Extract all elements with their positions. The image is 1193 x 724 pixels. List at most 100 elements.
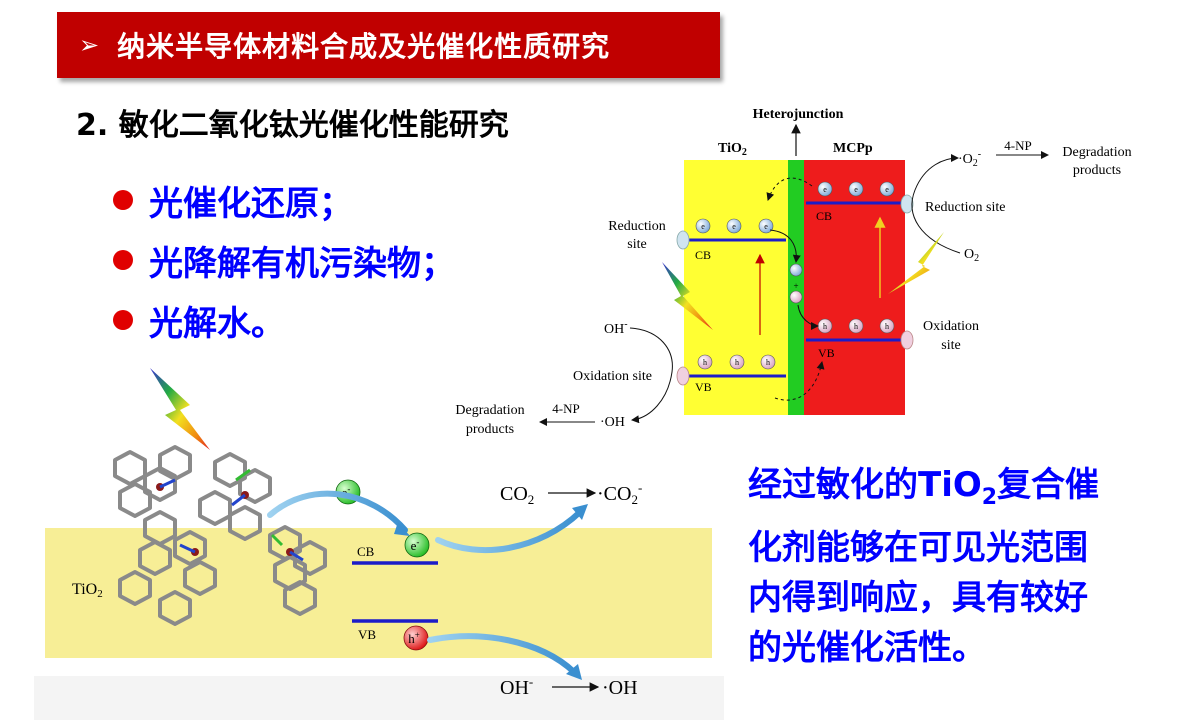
degradation-products-bottom: Degradation	[455, 403, 524, 418]
mcpp-vb-label: VB	[818, 346, 835, 360]
light-bolt-icon	[662, 262, 713, 330]
svg-text:e: e	[732, 222, 736, 231]
o2-label: O2	[964, 247, 979, 264]
oxidation-site-right-label: site	[941, 338, 960, 353]
svg-text:h: h	[735, 358, 739, 367]
bullet-item: 光催化还原；	[113, 170, 455, 230]
summary-line: 内得到响应，具有较好	[748, 577, 1088, 618]
co2-radical-label: ·CO2-	[597, 480, 642, 507]
tio2-label: TiO2	[718, 141, 747, 158]
degradation-products-bottom: products	[466, 422, 514, 437]
mcpp-label: MCPp	[833, 141, 873, 156]
summary-line: 复合催	[997, 465, 1100, 505]
junction-hole	[789, 290, 803, 304]
cb-label: CB	[357, 544, 375, 559]
title-banner: ➢ 纳米半导体材料合成及光催化性质研究	[57, 12, 720, 78]
degradation-products-top: Degradation	[1062, 145, 1131, 160]
svg-text:e: e	[764, 222, 768, 231]
heterojunction-label: Heterojunction	[753, 107, 844, 122]
mcpp-vb-holes: h h h	[817, 318, 895, 334]
svg-text:h: h	[823, 322, 827, 331]
svg-text:h: h	[766, 358, 770, 367]
electron-transfer-arrow	[769, 229, 801, 263]
reduction-site-right-marker	[900, 194, 914, 214]
svg-text:e: e	[701, 222, 705, 231]
tio2-cb-electrons: e e e	[695, 218, 774, 234]
svg-text:h: h	[854, 322, 858, 331]
section-subtitle: 2. 敏化二氧化钛光催化性能研究	[76, 108, 509, 143]
hydroxyl-radical-label: ·OH	[600, 415, 625, 430]
summary-line: 化剂能够在可见光范围	[748, 527, 1088, 568]
co2-reduction-arrow	[435, 509, 583, 553]
oxidation-site-right-marker	[900, 330, 914, 350]
junction-electron	[789, 263, 803, 277]
dye-molecule-icon	[113, 445, 327, 626]
co2-reduction-arrow-head	[572, 504, 588, 520]
svg-text:h: h	[703, 358, 707, 367]
hole-transfer-arrow	[797, 304, 819, 330]
bullet-dot-icon	[113, 310, 133, 330]
dye-metal-centers	[156, 468, 304, 562]
banner-title: 纳米半导体材料合成及光催化性质研究	[117, 30, 611, 63]
sensitized-tio2-diagram: TiO2 CB VB e- e- h+ CO2 ·CO2- OH- ·OH	[34, 368, 724, 720]
light-bolt-icon	[150, 368, 210, 450]
bullet-item: 光降解有机污染物；	[113, 230, 455, 290]
tio2-region	[684, 160, 788, 415]
np-label-bottom: 4-NP	[552, 401, 579, 416]
svg-text:e: e	[885, 185, 889, 194]
vb-label: VB	[358, 627, 376, 642]
o2-reduction-arrow	[911, 154, 961, 254]
electron-ball-icon	[404, 532, 430, 558]
junction-region	[788, 160, 804, 415]
reduction-site-left-marker	[676, 230, 690, 250]
hydroxyl-radical-label: ·OH	[602, 677, 638, 699]
hydroxide-label: OH-	[500, 674, 533, 699]
bullet-dot-icon	[113, 190, 133, 210]
bottom-shade	[34, 676, 724, 720]
bullet-text: 光解水。	[149, 303, 285, 344]
injection-arrow	[267, 490, 408, 533]
tio2-cb-label: CB	[695, 248, 711, 262]
mcpp-cb-electrons: e e e	[817, 181, 895, 197]
tio2-vb-holes: h h h	[697, 354, 776, 370]
summary-line: 经过敏化的TiO	[748, 465, 982, 505]
oh-oxidation-arrow-head	[566, 664, 582, 680]
svg-text:h: h	[885, 322, 889, 331]
svg-text:e: e	[823, 185, 827, 194]
bullet-text: 光催化还原；	[149, 183, 353, 224]
reduction-site-right-label: Reduction site	[925, 200, 1006, 215]
oh-oxidation-arrow	[427, 633, 577, 675]
svg-text:e: e	[854, 185, 858, 194]
superoxide-label: ·O2-	[958, 149, 981, 169]
bullet-text: 光降解有机污染物；	[149, 243, 455, 284]
oxidation-site-right-label: Oxidation	[923, 319, 979, 334]
heterojunction-diagram: Heterojunction TiO2 MCPp CB VB CB VB e e…	[455, 107, 1131, 437]
mcpp-cb-label: CB	[816, 209, 832, 223]
bullet-item: 光解水。	[113, 290, 455, 350]
oh-oxidation-arrow	[629, 327, 673, 424]
electron-label: e-	[411, 537, 420, 553]
reduction-site-left-label: Reduction	[608, 219, 666, 234]
co2-label: CO2	[500, 483, 534, 507]
reduction-site-left-label: site	[627, 237, 646, 252]
oxidation-site-left-marker	[676, 366, 690, 386]
oxidation-site-left-label: Oxidation site	[573, 369, 652, 384]
hole-label: h+	[408, 630, 420, 646]
arrow-bullet-icon: ➢	[79, 31, 100, 59]
dashed-back-transfer-top	[766, 177, 813, 201]
tio2-substrate	[45, 528, 712, 658]
bullet-dot-icon	[113, 250, 133, 270]
hydroxide-label: OH-	[604, 319, 628, 337]
tio2-vb-label: VB	[695, 380, 712, 394]
np-label-top: 4-NP	[1004, 138, 1031, 153]
tio2-substrate-label: TiO2	[72, 581, 103, 600]
mcpp-region	[804, 160, 905, 415]
injection-arrow-head	[394, 522, 410, 536]
summary-text: 经过敏化的TiO2复合催 化剂能够在可见光范围 内得到响应，具有较好 的光催化活…	[748, 460, 1168, 673]
degradation-products-top: products	[1073, 163, 1121, 178]
subscript: 2	[981, 484, 998, 510]
summary-line: 的光催化活性。	[748, 627, 986, 668]
bullet-list: 光催化还原； 光降解有机污染物； 光解水。	[113, 170, 455, 350]
junction-plus: +	[793, 281, 798, 291]
